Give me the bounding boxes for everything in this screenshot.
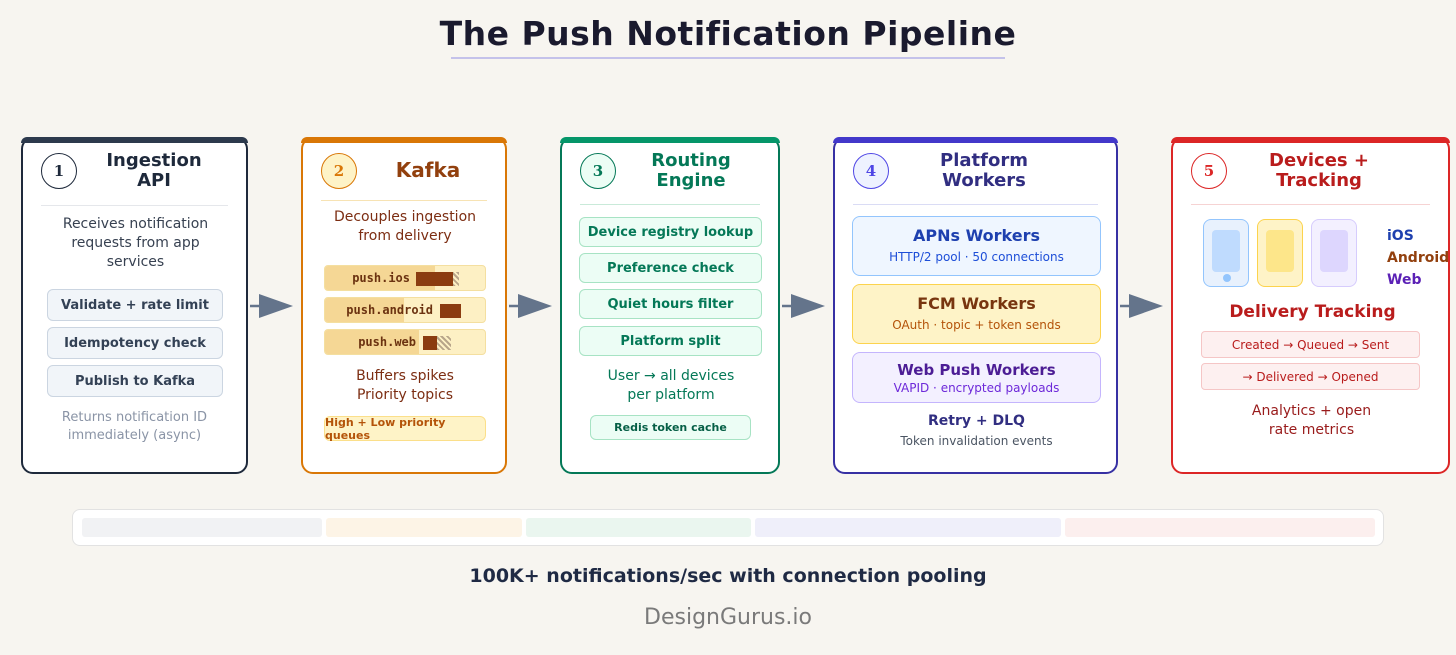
web-device-icon [1311,219,1357,287]
separator [321,200,487,201]
apns-workers-box: APNs Workers HTTP/2 pool · 50 connection… [852,216,1101,276]
topic-push-android: push.android [324,297,486,323]
tracking-flow-opened: → Delivered → Opened [1201,363,1420,390]
stage-kafka-heading: Kafka [395,158,461,182]
separator [1191,204,1430,205]
arrow-right-icon [509,294,552,318]
stage-platform-card: 4 Platform Workers APNs Workers HTTP/2 p… [833,137,1118,474]
tracking-flow-sent: Created → Queued → Sent [1201,331,1420,358]
throughput-tagline: 100K+ notifications/sec with connection … [469,565,987,587]
step-number-3: 3 [580,153,616,189]
routing-note: User → all devices per platform [607,368,735,403]
android-device-icon [1257,219,1303,287]
separator [853,204,1098,205]
step-idempotency-check: Idempotency check [47,327,223,359]
step-validate-rate-limit: Validate + rate limit [47,289,223,321]
step-preference-check: Preference check [579,253,762,283]
topic-push-ios: push.ios [324,265,486,291]
step-number-5: 5 [1191,153,1227,189]
stage-devices-heading: Devices + Tracking [1269,150,1369,191]
stage-ingestion-card: 1 Ingestion API Receives notification re… [21,137,248,474]
web-push-workers-box: Web Push Workers VAPID · encrypted paylo… [852,352,1101,403]
priority-queues-badge: High + Low priority queues [324,416,486,442]
token-invalidation-note: Token invalidation events [900,434,1053,448]
separator [580,204,760,205]
stage-routing-card: 3 Routing Engine Device registry lookup … [560,137,780,474]
ingestion-note: Returns notification ID immediately (asy… [61,410,208,443]
arrow-right-icon [1120,294,1163,318]
timeline-segment-kafka [326,518,522,537]
separator [41,205,228,206]
timeline-segment-platform [755,518,1061,537]
step-number-4: 4 [853,153,889,189]
stage-routing-heading: Routing Engine [651,150,731,191]
stage-kafka-card: 2 Kafka Decouples ingestion from deliver… [301,137,507,474]
title-underline [451,57,1005,59]
page-title: The Push Notification Pipeline [439,14,1017,53]
ios-device-icon [1203,219,1249,287]
step-number-2: 2 [321,153,357,189]
step-publish-to-kafka: Publish to Kafka [47,365,223,397]
stage-devices-card: 5 Devices + Tracking iOS Android Web Del… [1171,137,1450,474]
topic-push-web: push.web [324,329,486,355]
kafka-description: Decouples ingestion from delivery [333,209,477,244]
step-device-registry-lookup: Device registry lookup [579,217,762,247]
step-number-1: 1 [41,153,77,189]
timeline-segment-ingestion [82,518,322,537]
fcm-workers-box: FCM Workers OAuth · topic + token sends [852,284,1101,344]
step-platform-split: Platform split [579,326,762,356]
stage-ingestion-heading: Ingestion API [106,150,202,191]
step-quiet-hours-filter: Quiet hours filter [579,289,762,319]
arrow-right-icon [782,294,825,318]
delivery-tracking-title: Delivery Tracking [1229,302,1396,322]
ingestion-description: Receives notification requests from app … [62,216,209,270]
platform-label-web: Web [1387,272,1422,288]
analytics-note: Analytics + open rate metrics [1251,403,1372,438]
retry-dlq-label: Retry + DLQ [928,413,1025,429]
timeline-segment-devices [1065,518,1375,537]
arrow-right-icon [250,294,293,318]
platform-label-ios: iOS [1387,228,1414,244]
redis-token-cache-badge: Redis token cache [590,415,751,440]
brand-watermark: DesignGurus.io [644,605,812,630]
platform-label-android: Android [1387,250,1450,266]
stage-platform-heading: Platform Workers [940,150,1028,191]
pipeline-timeline-bar [72,509,1384,546]
timeline-segment-routing [526,518,751,537]
kafka-note: Buffers spikes Priority topics [356,368,454,403]
